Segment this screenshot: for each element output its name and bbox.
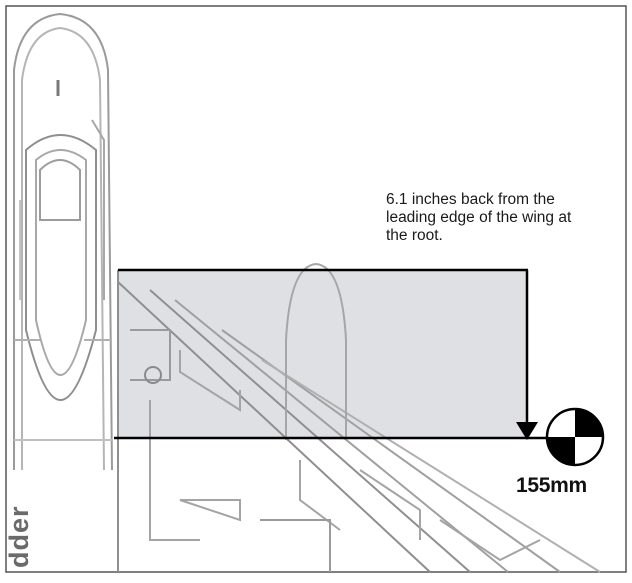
measurement-leader — [114, 268, 548, 440]
center-of-gravity-icon — [545, 407, 605, 467]
wing-root-shading — [118, 270, 526, 438]
cg-annotation: 6.1 inches back from the leading edge of… — [386, 191, 626, 245]
annotation-line: 6.1 inches back from the — [386, 191, 555, 208]
annotation-line: leading edge of the wing at — [386, 209, 572, 226]
wing — [117, 270, 601, 573]
fuselage — [13, 12, 113, 471]
arrow-head-icon — [516, 422, 538, 440]
rudder-label: dder — [4, 505, 34, 568]
cg-measurement: 155mm — [516, 474, 587, 497]
annotation-line: the root. — [386, 227, 443, 244]
wing-fairing — [285, 262, 347, 440]
